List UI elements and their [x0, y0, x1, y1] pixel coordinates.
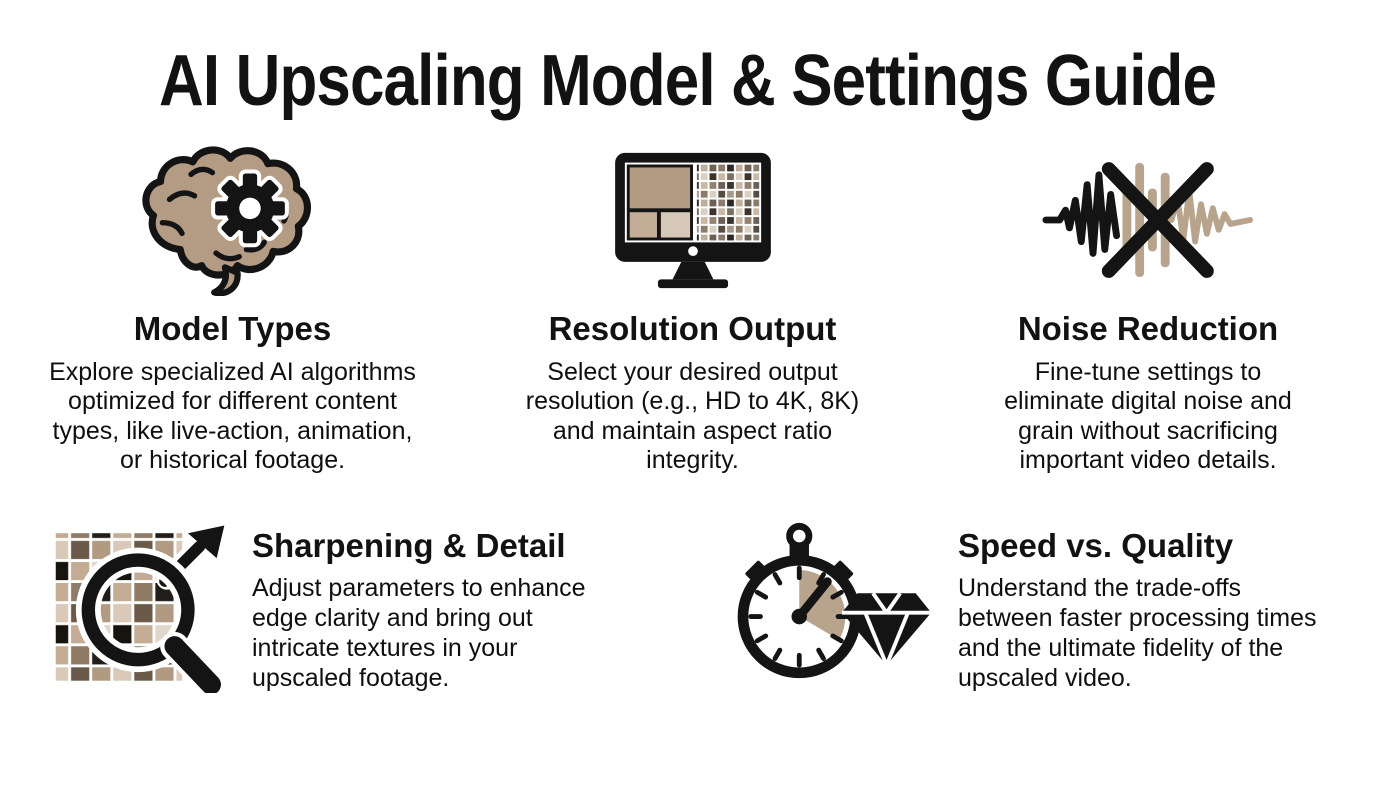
section-desc-speed-quality: Understand the trade-offs between faster…	[958, 574, 1317, 692]
section-title-sharpening-detail: Sharpening & Detail	[252, 527, 566, 564]
section-desc-sharpening-detail: Adjust parameters to enhance edge clarit…	[252, 574, 586, 692]
page-title: AI Upscaling Model & Settings Guide	[0, 40, 1376, 122]
section-card-model-types: Model Types Explore specialized AI algor…	[0, 144, 465, 475]
section-title-resolution-output: Resolution Output	[548, 310, 837, 347]
section-card-noise-reduction: Noise Reduction Fine-tune settings to el…	[920, 144, 1376, 475]
section-title-speed-quality: Speed vs. Quality	[958, 527, 1234, 564]
bottom-sections-row: Sharpening & Detail Adjust parameters to…	[0, 519, 1376, 693]
section-card-sharpening-detail: Sharpening & Detail Adjust parameters to…	[50, 519, 650, 693]
top-sections-row: Model Types Explore specialized AI algor…	[0, 144, 1376, 475]
section-card-resolution-output: Resolution Output Select your desired ou…	[465, 144, 920, 475]
monitor-pixel-grid-icon	[593, 144, 793, 296]
stopwatch-diamond-icon	[710, 519, 938, 685]
section-desc-model-types: Explore specialized AI algorithms optimi…	[49, 358, 416, 474]
crossed-waveform-icon	[1040, 144, 1256, 296]
section-card-speed-quality: Speed vs. Quality Understand the trade-o…	[710, 519, 1340, 693]
section-title-model-types: Model Types	[133, 310, 332, 347]
section-title-noise-reduction: Noise Reduction	[1017, 310, 1279, 347]
brain-gear-icon	[127, 144, 339, 296]
section-desc-noise-reduction: Fine-tune settings to eliminate digital …	[1004, 358, 1292, 474]
section-desc-resolution-output: Select your desired output resolution (e…	[525, 358, 860, 474]
magnifier-pixels-arrow-icon	[50, 519, 232, 693]
page-title-text: AI Upscaling Model & Settings Guide	[159, 41, 1217, 121]
